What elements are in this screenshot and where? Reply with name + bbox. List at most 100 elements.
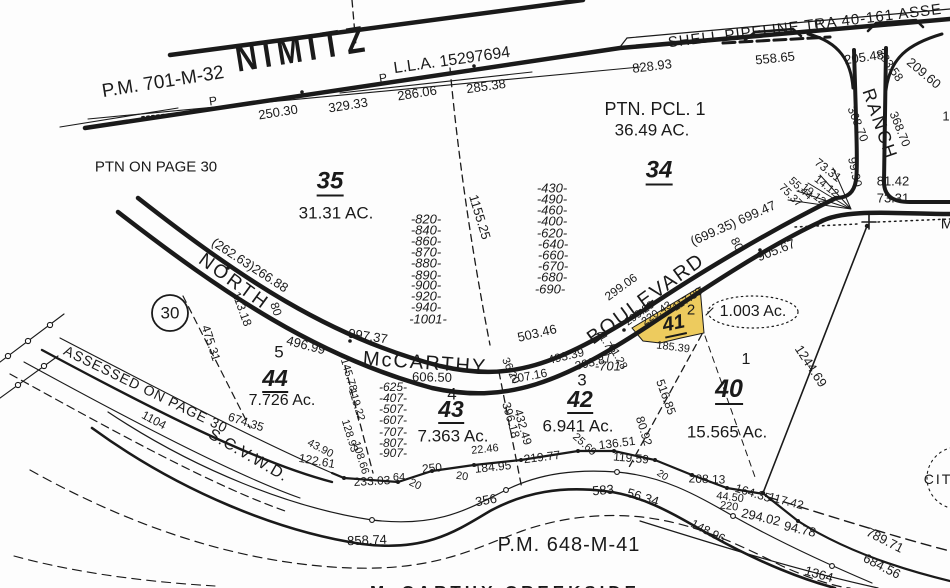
dim: 356 bbox=[474, 490, 498, 510]
elev: -860- bbox=[410, 233, 442, 249]
dim: 94.78 bbox=[782, 518, 818, 540]
elev: -900- bbox=[410, 277, 442, 293]
nimitz-label: NIMITZ bbox=[232, 18, 374, 81]
elev: -607- bbox=[378, 413, 408, 427]
parcel-number-41: 41 bbox=[660, 310, 688, 339]
pm-648-label: P.M. 648-M-41 bbox=[497, 534, 641, 556]
parcel-number-35: 35 bbox=[316, 167, 344, 197]
elev: -870- bbox=[410, 244, 442, 260]
acreage-42: 6.941 Ac. bbox=[542, 416, 614, 436]
lot-number-5: 5 bbox=[274, 342, 284, 362]
elev: -460- bbox=[536, 202, 568, 218]
scvwd-channel-lines bbox=[0, 313, 950, 588]
dim: 294.02 bbox=[739, 505, 783, 529]
dim: 1104 bbox=[139, 407, 169, 433]
dim: 220 bbox=[719, 499, 739, 514]
shell-pipeline-label: SHELL PIPELINE TRA 40-161 ASSE bbox=[667, 0, 943, 52]
dim: 674.35 bbox=[226, 409, 266, 435]
page-circle-number: 30 bbox=[160, 303, 180, 323]
dim: 99.90 bbox=[845, 155, 865, 189]
clipped-label: McCARTHY CREEKSIDE bbox=[370, 584, 640, 588]
ptn-page-30-label: PTN ON PAGE 30 bbox=[94, 158, 218, 176]
elev: -625- bbox=[378, 380, 408, 394]
acreage-35: 31.31 AC. bbox=[298, 203, 374, 223]
dim: 583 bbox=[591, 481, 615, 499]
elev: -701- bbox=[594, 358, 626, 374]
elev: -1001- bbox=[409, 311, 447, 327]
elev: -400- bbox=[536, 213, 568, 229]
acreage-41-dotted-ellipse bbox=[707, 295, 799, 329]
elev: -660- bbox=[537, 247, 569, 263]
parcel-number-44: 44 bbox=[262, 365, 288, 393]
dim: 558.65 bbox=[754, 48, 796, 68]
acreage-43: 7.363 Ac. bbox=[417, 426, 489, 446]
ranch-road-lines bbox=[806, 32, 950, 204]
p-marker: P bbox=[378, 70, 388, 86]
dim: 1364 bbox=[803, 562, 835, 586]
elev: -907- bbox=[378, 446, 408, 460]
dim: 209.60 bbox=[903, 54, 945, 92]
dim: 997.37 bbox=[347, 325, 389, 347]
elev: -940- bbox=[410, 299, 442, 315]
ptn-pcl-label: PTN. PCL. 1 bbox=[604, 99, 706, 119]
dim: 1244.69 bbox=[791, 342, 831, 390]
annotation-shapes bbox=[151, 167, 950, 509]
dim: 858.74 bbox=[346, 531, 388, 549]
parcel-number-43: 43 bbox=[438, 396, 464, 424]
dim: 56.34 bbox=[625, 485, 661, 509]
dim: 20 bbox=[407, 476, 424, 493]
acreage-44: 7.726 Ac. bbox=[248, 392, 316, 409]
cit-dotted-circle bbox=[926, 447, 950, 509]
dim: 283.58 bbox=[873, 45, 907, 85]
elev: -707- bbox=[378, 425, 408, 439]
elev: -880- bbox=[410, 255, 442, 271]
p-marker: P bbox=[208, 93, 218, 109]
dim: 503.46 bbox=[515, 321, 559, 345]
dim: 475.31 bbox=[198, 323, 224, 363]
elev: -620- bbox=[536, 225, 568, 241]
dim: 250 bbox=[421, 460, 443, 476]
dim: 905.67 bbox=[754, 235, 798, 265]
p-marker: P bbox=[813, 18, 823, 31]
elev: -507- bbox=[378, 402, 408, 416]
clipped-label: 1 bbox=[942, 108, 950, 124]
dim: 22.46 bbox=[470, 442, 500, 457]
pm-701-label: P.M. 701-M-32 bbox=[100, 61, 226, 103]
dim: 25.69 bbox=[570, 430, 599, 459]
dim: 81.42 bbox=[876, 173, 910, 189]
dim: 329.33 bbox=[327, 94, 369, 116]
dim: 20 bbox=[654, 467, 670, 484]
mccarthy-road-lines bbox=[115, 195, 950, 396]
dim: 148.96 bbox=[688, 516, 728, 546]
dim: 285.38 bbox=[465, 75, 507, 97]
elev: -690- bbox=[534, 281, 566, 297]
parcel-boundary-lines bbox=[182, 0, 870, 496]
dim: 184.95 bbox=[474, 458, 512, 476]
dim: 432.49 bbox=[511, 407, 535, 447]
dim: 185.39 bbox=[655, 339, 691, 356]
elev: -920- bbox=[410, 288, 442, 304]
dim: 219.77 bbox=[522, 447, 562, 467]
dim: 516.85 bbox=[653, 377, 679, 417]
dim: 250.30 bbox=[257, 101, 299, 123]
monument-cross-icon bbox=[861, 214, 877, 230]
elev: -807- bbox=[378, 436, 408, 450]
acreage-34: 36.49 AC. bbox=[614, 120, 690, 140]
parcel-number-42: 42 bbox=[567, 386, 593, 414]
dim: 80.92 bbox=[632, 414, 656, 448]
dim: 496.99 bbox=[284, 332, 328, 358]
elev: -407- bbox=[378, 391, 408, 405]
dim: 828.93 bbox=[631, 56, 673, 76]
acreage-41: 1.003 Ac. bbox=[719, 303, 787, 320]
dim: 80 bbox=[727, 234, 747, 254]
acreage-40: 15.565 Ac. bbox=[686, 422, 768, 442]
clipped-label: CIT bbox=[923, 471, 950, 487]
lot-number-1: 1 bbox=[741, 351, 751, 368]
elev: -640- bbox=[537, 236, 569, 252]
dim: 136.51 bbox=[597, 433, 637, 453]
dim: 789.71 bbox=[863, 524, 907, 556]
dim: 684.56 bbox=[860, 550, 904, 582]
elev: -840- bbox=[410, 222, 442, 238]
lot-number-4: 4 bbox=[447, 384, 457, 404]
